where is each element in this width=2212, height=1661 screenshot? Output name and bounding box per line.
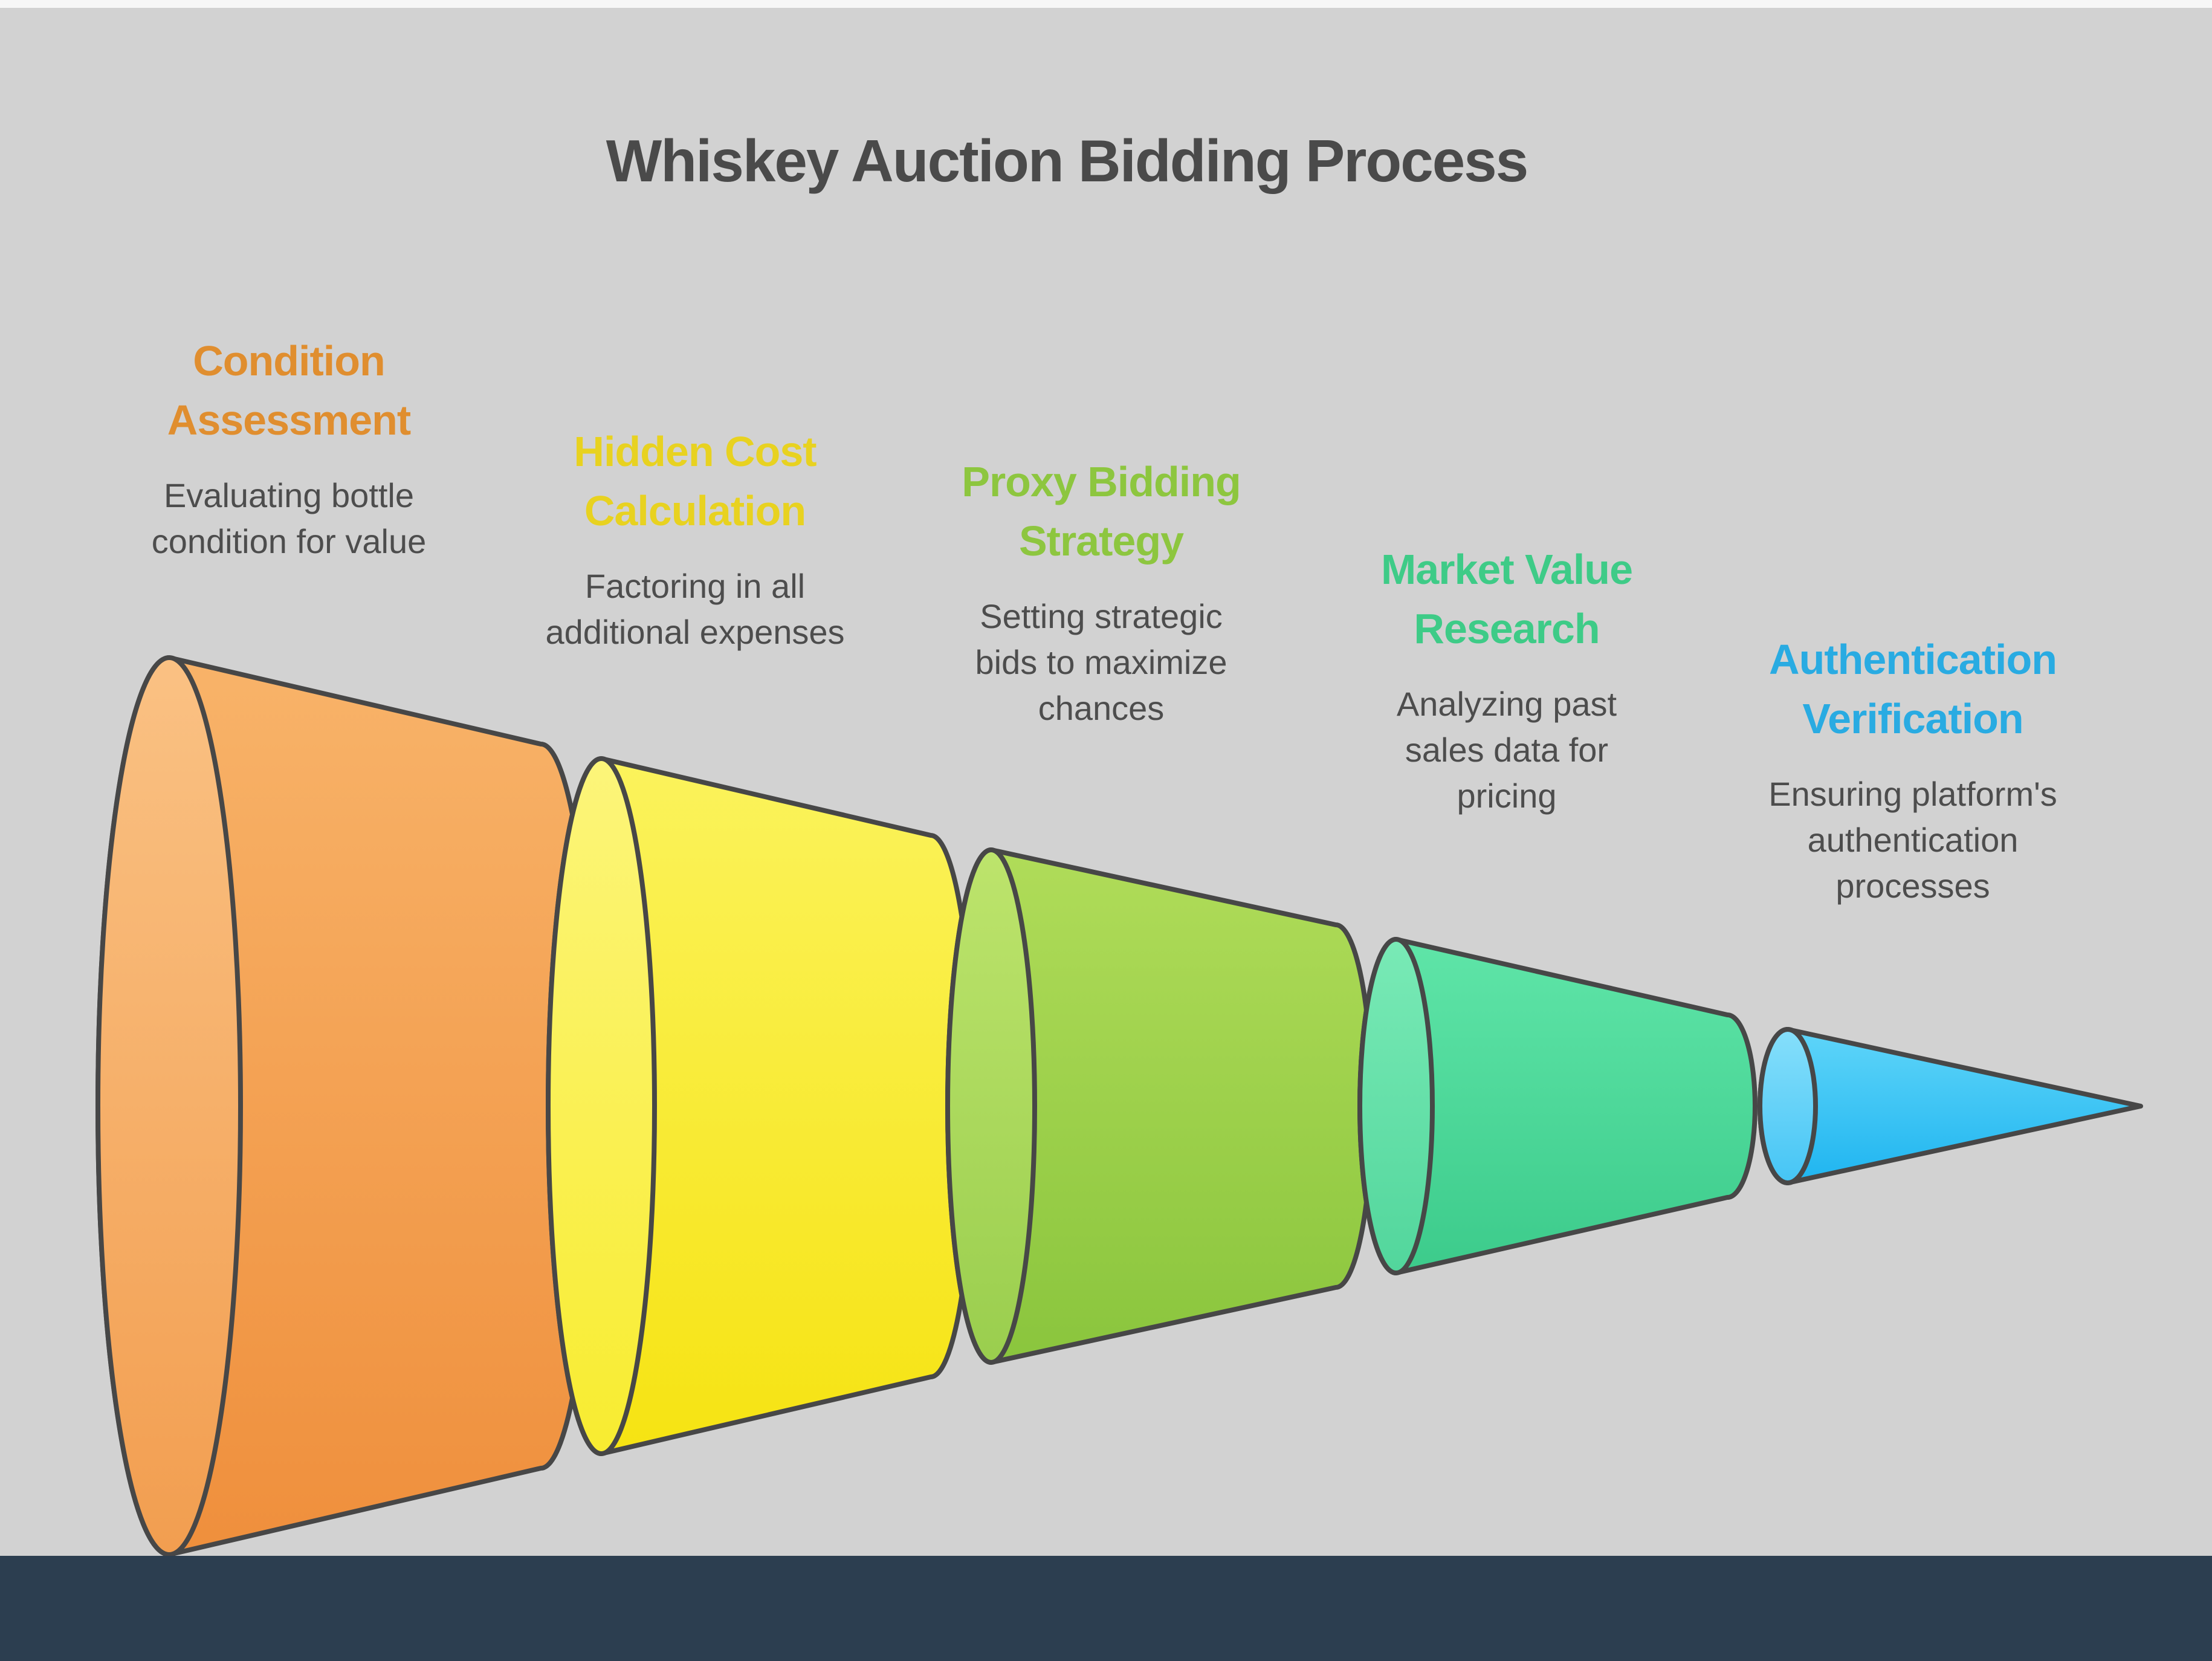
- stage-label-authentication-verification: Authentication Verification Ensuring pla…: [1713, 630, 2112, 909]
- stage-description: Analyzing past sales data for pricing: [1396, 685, 1617, 815]
- stage-description: Factoring in all additional expenses: [545, 567, 845, 651]
- stage-heading: Hidden Cost Calculation: [574, 428, 817, 534]
- page-title: Whiskey Auction Bidding Process: [606, 128, 1528, 194]
- top-strip: [0, 0, 2212, 8]
- funnel-rim-proxy-bidding-strategy: [945, 847, 1037, 1365]
- stage-label-proxy-bidding-strategy: Proxy Bidding Strategy Setting strategic…: [902, 452, 1301, 731]
- footer-bar: [0, 1556, 2212, 1661]
- stage-label-condition-assessment: Condition Assessment Evaluating bottle c…: [89, 331, 488, 565]
- stage-description: Setting strategic bids to maximize chanc…: [975, 597, 1227, 727]
- stage-heading: Condition Assessment: [167, 337, 411, 444]
- stage-description: Evaluating bottle condition for value: [151, 476, 427, 560]
- stage-heading: Proxy Bidding Strategy: [962, 458, 1241, 565]
- stage-label-hidden-cost-calculation: Hidden Cost Calculation Factoring in all…: [496, 422, 894, 655]
- funnel-rim-condition-assessment: [95, 655, 243, 1557]
- stage-label-market-value-research: Market Value Research Analyzing past sal…: [1307, 540, 1706, 819]
- funnel-rim-hidden-cost-calculation: [546, 756, 657, 1456]
- stage-heading: Market Value Research: [1381, 546, 1633, 652]
- stage-description: Ensuring platform's authentication proce…: [1768, 775, 2057, 905]
- funnel-rim-authentication-verification: [1758, 1027, 1818, 1185]
- funnel-rim-market-value-research: [1357, 937, 1435, 1275]
- stage-heading: Authentication Verification: [1769, 636, 2057, 742]
